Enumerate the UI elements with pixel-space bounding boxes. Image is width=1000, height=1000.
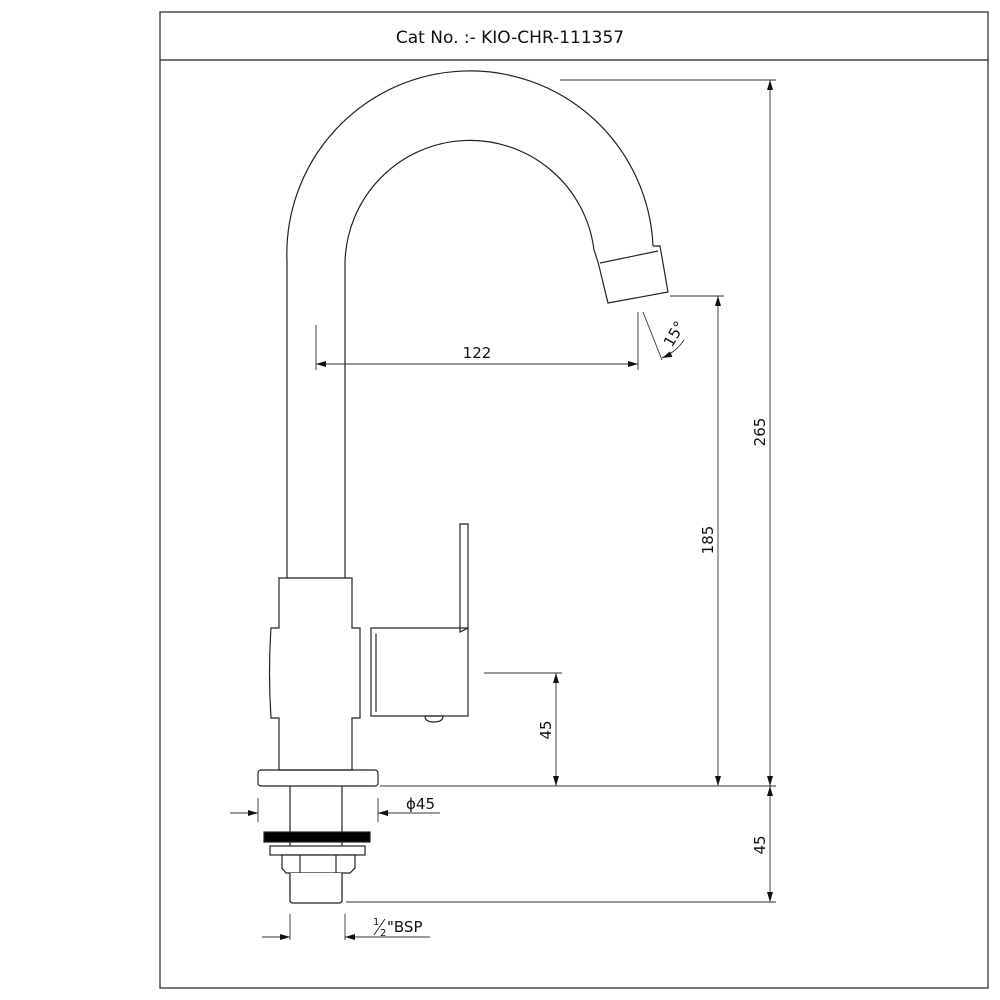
angle-line: [642, 311, 663, 361]
rubber-washer: [263, 831, 371, 843]
spout-inner: [344, 139, 595, 578]
handle-housing: [370, 627, 469, 717]
angle-arc: [661, 339, 685, 359]
label-phi45: ϕ45: [406, 795, 435, 813]
label-bsp-numerator: 1: [373, 917, 379, 928]
spout-outer: [286, 70, 654, 578]
metal-washer: [269, 845, 366, 856]
label-122: 122: [463, 344, 492, 362]
label-bsp: "BSP: [387, 918, 423, 936]
label-185: 185: [699, 526, 717, 555]
lock-nut: [281, 854, 356, 874]
valve-body: [268, 577, 361, 771]
lever-handle: [459, 523, 469, 633]
spout-tip: [593, 245, 669, 304]
thread-connector: [289, 873, 343, 904]
label-45-handle: 45: [537, 720, 555, 739]
label-bsp-denominator: 2: [380, 928, 386, 939]
flange: [257, 769, 379, 787]
fraction-slash: [373, 918, 386, 936]
aerator-band: [599, 250, 659, 264]
label-45-shank: 45: [751, 835, 769, 854]
cartridge-knob: [424, 715, 444, 723]
catalog-number: Cat No. :- KIO-CHR-111357: [396, 28, 624, 48]
drawing-frame: [159, 11, 989, 989]
label-265: 265: [751, 418, 769, 447]
label-15deg: 15°: [660, 318, 689, 350]
